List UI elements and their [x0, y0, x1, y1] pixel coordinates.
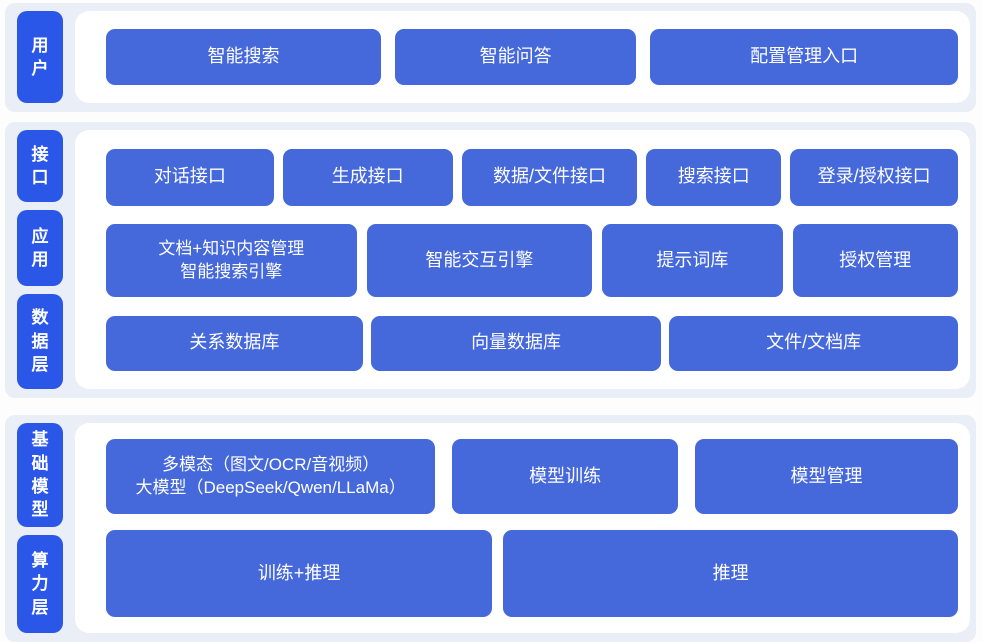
node-smart-search: 智能搜索 [106, 29, 381, 85]
middle-layer-label-column: 接口 应用 数据层 [17, 130, 63, 389]
layer-label-interface-text: 接口 [31, 144, 49, 187]
node-label-line1: 文档+知识内容管理 [158, 238, 305, 258]
layer-label-application: 应用 [17, 210, 63, 286]
node-label: 搜索接口 [677, 166, 750, 187]
node-data-file-api: 数据/文件接口 [461, 148, 638, 206]
node-config-management-entry: 配置管理入口 [650, 29, 959, 85]
layer-label-user-text: 用户 [31, 35, 49, 78]
node-vector-database: 向量数据库 [370, 315, 662, 371]
bottom-layer-label-column: 基础模型 算力层 [17, 423, 63, 633]
middle-layer-panel: 对话接口 生成接口 数据/文件接口 搜索接口 登录/授权接口 文档+知识内容管理… [75, 130, 970, 389]
user-layer-row: 智能搜索 智能问答 配置管理入口 [106, 29, 959, 85]
user-layer-panel: 智能搜索 智能问答 配置管理入口 [75, 11, 970, 103]
application-row: 文档+知识内容管理 智能搜索引擎 智能交互引擎 提示词库 授权管理 [106, 224, 958, 297]
layer-label-user: 用户 [17, 11, 63, 103]
bottom-layer-panel: 多模态（图文/OCR/音视频） 大模型（DeepSeek/Qwen/LLaMa）… [75, 423, 970, 633]
node-label: 数据/文件接口 [492, 166, 606, 187]
node-login-auth-api: 登录/授权接口 [790, 148, 958, 206]
node-model-management: 模型管理 [695, 439, 958, 514]
layer-label-data-layer: 数据层 [17, 294, 63, 389]
node-label-line1: 多模态（图文/OCR/音视频） [161, 454, 380, 474]
node-label: 模型训练 [529, 465, 602, 486]
layer-label-data-layer-text: 数据层 [31, 308, 49, 375]
node-label: 登录/授权接口 [817, 166, 931, 187]
node-generation-api: 生成接口 [282, 148, 453, 206]
node-prompt-library: 提示词库 [602, 224, 783, 297]
layer-label-base-model-text: 基础模型 [31, 430, 49, 520]
node-label: 对话接口 [153, 166, 226, 187]
node-label-line2: 智能搜索引擎 [180, 261, 283, 281]
node-label: 智能搜索 [207, 46, 280, 67]
section-interface-application-data: 接口 应用 数据层 对话接口 生成接口 数据/文件接口 搜索接口 登录/授权接口 [5, 122, 976, 398]
node-label: 关系数据库 [189, 332, 280, 353]
node-label: 模型管理 [790, 465, 863, 486]
layer-label-interface: 接口 [17, 130, 63, 202]
node-label: 生成接口 [331, 166, 404, 187]
node-label: 智能交互引擎 [425, 249, 534, 270]
node-training-plus-inference: 训练+推理 [106, 530, 493, 617]
node-multimodal-large-model: 多模态（图文/OCR/音视频） 大模型（DeepSeek/Qwen/LLaMa） [106, 439, 436, 514]
node-search-api: 搜索接口 [646, 148, 782, 206]
node-dialog-api: 对话接口 [106, 148, 274, 206]
node-relational-database: 关系数据库 [106, 315, 363, 371]
node-label: 向量数据库 [471, 332, 562, 353]
node-label: 文件/文档库 [766, 332, 862, 353]
interface-row: 对话接口 生成接口 数据/文件接口 搜索接口 登录/授权接口 [106, 148, 958, 206]
node-doc-knowledge-search-engine: 文档+知识内容管理 智能搜索引擎 [106, 224, 357, 297]
base-model-row: 多模态（图文/OCR/音视频） 大模型（DeepSeek/Qwen/LLaMa）… [106, 439, 958, 514]
compute-layer-row: 训练+推理 推理 [106, 530, 958, 617]
node-smart-interaction-engine: 智能交互引擎 [366, 224, 593, 297]
node-model-training: 模型训练 [452, 439, 679, 514]
layer-label-base-model: 基础模型 [17, 423, 63, 527]
user-layer-label-column: 用户 [17, 11, 63, 103]
node-label: 推理 [712, 562, 749, 583]
section-model-compute: 基础模型 算力层 多模态（图文/OCR/音视频） 大模型（DeepSeek/Qw… [5, 415, 976, 642]
node-file-document-store: 文件/文档库 [669, 315, 958, 371]
node-label: 智能问答 [479, 46, 552, 67]
node-label: 提示词库 [656, 249, 729, 270]
node-label: 训练+推理 [257, 562, 341, 583]
node-authorization-management: 授权管理 [792, 224, 958, 297]
layer-label-application-text: 应用 [31, 226, 49, 269]
node-label-line2: 大模型（DeepSeek/Qwen/LLaMa） [135, 477, 406, 497]
node-smart-qa: 智能问答 [395, 29, 637, 85]
layer-label-compute-layer-text: 算力层 [31, 550, 49, 617]
layer-label-compute-layer: 算力层 [17, 534, 63, 633]
node-inference: 推理 [503, 530, 958, 617]
node-label: 配置管理入口 [750, 46, 859, 67]
data-layer-row: 关系数据库 向量数据库 文件/文档库 [106, 315, 958, 371]
node-label: 授权管理 [839, 249, 912, 270]
section-user-layer: 用户 智能搜索 智能问答 配置管理入口 [5, 3, 976, 112]
